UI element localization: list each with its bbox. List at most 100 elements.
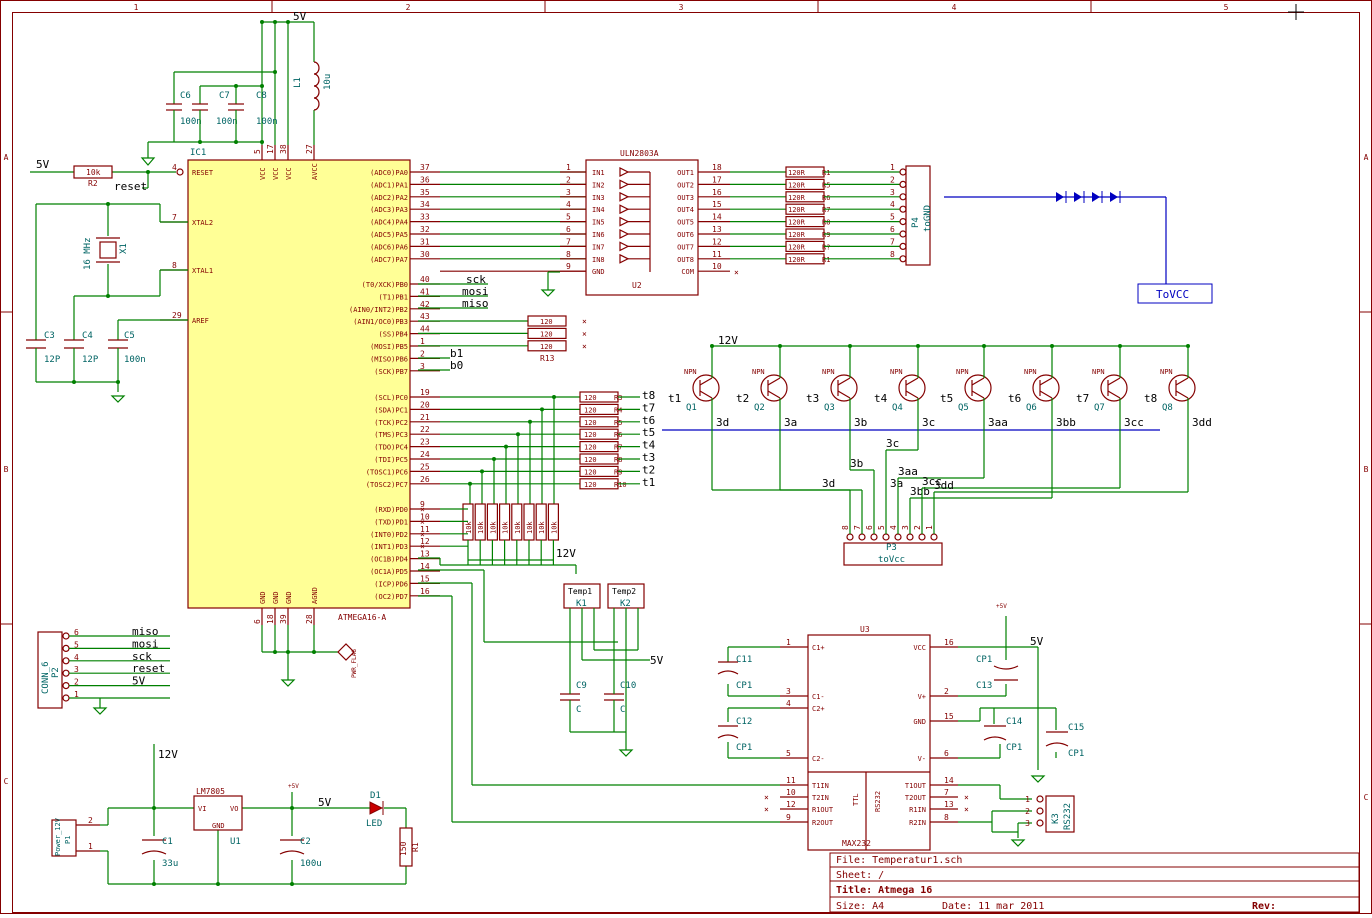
ic1-pin-number: 28 xyxy=(305,614,314,624)
transistor-type: NPN xyxy=(1024,368,1037,376)
cap-c5[interactable]: C5 100n xyxy=(108,331,146,365)
cap-c14[interactable]: C14 CP1 xyxy=(983,717,1022,753)
transistor-base-net: t7 xyxy=(1076,392,1089,405)
ic1-pin-name: AVCC xyxy=(311,163,319,180)
ic1-pin-name: (ICP)PD6 xyxy=(374,580,408,588)
npn-transistor[interactable] xyxy=(692,374,720,402)
cap-c9[interactable]: C9 C xyxy=(560,680,587,732)
ic1-pin-number: 6 xyxy=(253,619,262,624)
p4-pin-number: 8 xyxy=(890,250,895,259)
connector-p1[interactable]: 2 1 Power_12V P1 xyxy=(51,816,100,857)
ic1-pin-name: (MOSI)PB5 xyxy=(370,343,408,351)
cap-c4[interactable]: C4 12P xyxy=(64,331,99,365)
ic1-pin-group: 4RESET7XTAL28XTAL129AREF5VCC17VCC38VCC27… xyxy=(160,144,440,625)
resistor-ref: R1 xyxy=(822,256,830,264)
inductor-l1[interactable]: L1 10u xyxy=(293,61,333,111)
no-connect-mark: × xyxy=(420,517,425,526)
temp-sensor-k1[interactable]: Temp1 K1 xyxy=(563,583,601,609)
no-connect-mark: × xyxy=(764,793,769,802)
max232-pin-name: C2+ xyxy=(812,705,825,713)
net-12v: 12V xyxy=(718,334,738,347)
u3-rs232: RS232 xyxy=(874,791,882,812)
ic1-pin-name: (TOSC2)PC7 xyxy=(366,481,408,489)
cap-c10[interactable]: C10 C xyxy=(604,680,636,732)
p4-pin-number: 3 xyxy=(890,188,895,197)
cap-c11[interactable]: C11 CP1 xyxy=(717,655,752,691)
ic1-pin-number: 29 xyxy=(172,311,182,320)
plus5v-label: +5V xyxy=(996,603,1007,610)
connector-p3[interactable]: P3 toVcc xyxy=(843,542,943,566)
resistor-ref: R5 xyxy=(614,419,622,427)
ic1-pin-number: 16 xyxy=(420,587,430,596)
row-letter: C xyxy=(4,777,9,786)
resistor-value: 120 xyxy=(584,468,597,476)
c2-value: 100u xyxy=(300,859,322,869)
resistor-ref: R? xyxy=(822,243,830,251)
u3-title: U3 xyxy=(860,625,870,634)
ic1-pin-name: (SDA)PC1 xyxy=(374,406,408,414)
resistor[interactable] xyxy=(527,315,567,327)
resistor-array-b: 120×120×120×R13 xyxy=(418,315,587,363)
c9-ref: C9 xyxy=(576,681,587,691)
ic1-pin-number: 11 xyxy=(420,525,430,534)
cap-c1[interactable]: C1 33u xyxy=(141,837,178,869)
uln-pin-name: OUT8 xyxy=(677,256,694,264)
transistor-emitter-net: 3b xyxy=(854,416,867,429)
crystal-x1[interactable]: X1 16 MHz xyxy=(83,237,129,270)
c11-value: CP1 xyxy=(736,681,752,691)
ic1-pin-number: 12 xyxy=(420,537,430,546)
resistor-r2[interactable]: 10k R2 xyxy=(73,165,113,188)
ic1-atmega16[interactable]: IC1 ATMEGA16-A xyxy=(187,148,411,622)
cap-c8[interactable]: C8 100n xyxy=(228,91,278,127)
led-d1[interactable]: D1 LED xyxy=(366,791,384,829)
cap-c7[interactable]: C7 100n xyxy=(192,91,238,127)
resistor-ref: R4 xyxy=(614,406,622,414)
r1-value: 150 xyxy=(399,841,408,856)
uln-pin-name: IN4 xyxy=(592,206,605,214)
transistor-emitter-net: 3d xyxy=(716,416,729,429)
resistor-value: 120R xyxy=(788,219,806,227)
uln-pin-number: 18 xyxy=(712,163,722,172)
transistor-emitter-net: 3c xyxy=(922,416,935,429)
ic1-pin-name: (ADC0)PA0 xyxy=(370,169,408,177)
uln-pin-number: 7 xyxy=(566,237,571,246)
uln2803a-u2[interactable]: ULN2803A U2 xyxy=(585,149,699,296)
resistor-r1[interactable]: 150 R1 xyxy=(399,827,420,867)
connector-p4[interactable]: P4 toGND xyxy=(905,165,933,266)
resistor[interactable] xyxy=(527,327,567,339)
npn-transistor[interactable] xyxy=(964,374,992,402)
resistor-ref: R9 xyxy=(822,231,830,239)
resistor-ref: R7 xyxy=(822,206,830,214)
no-connect-mark: × xyxy=(582,342,587,351)
pc-net-label: t3 xyxy=(642,451,655,464)
connector-k3[interactable]: K3 RS232 xyxy=(1045,795,1075,833)
npn-transistor[interactable] xyxy=(898,374,926,402)
cap-c2[interactable]: C2 100u xyxy=(279,837,322,869)
size-label: Size: A4 xyxy=(836,901,884,912)
max232-pin-group: 1C1+3C1-4C2+5C2-11T1IN10T2IN×12R1OUT×9R2… xyxy=(764,638,969,827)
pullup-value: 10k xyxy=(538,521,546,534)
regulator-lm7805[interactable]: LM7805 VI VO GND U1 xyxy=(193,787,243,847)
max232-pin-number: 5 xyxy=(786,749,791,758)
temp-sensor-k2[interactable]: Temp2 K2 xyxy=(607,583,645,609)
npn-transistor[interactable] xyxy=(1100,374,1128,402)
connector-p2[interactable]: CONN_6 P2 xyxy=(37,631,63,709)
transistor-base-net: t4 xyxy=(874,392,888,405)
npn-transistor[interactable] xyxy=(830,374,858,402)
cap-c3[interactable]: C3 12P xyxy=(26,331,61,365)
ic1-pin-number: 3 xyxy=(420,362,425,371)
cap-c12[interactable]: C12 CP1 xyxy=(717,717,752,753)
cap-c15[interactable]: C15 CP1 xyxy=(1045,723,1084,759)
max232-u3[interactable]: U3 MAX232 TTL RS232 xyxy=(807,625,931,851)
npn-transistor[interactable] xyxy=(1168,374,1196,402)
cap-c6[interactable]: C6 100n xyxy=(166,91,202,127)
npn-transistor[interactable] xyxy=(1032,374,1060,402)
ic1-pin-number: 15 xyxy=(420,574,430,583)
npn-transistor[interactable] xyxy=(760,374,788,402)
cap-c13[interactable]: CP1 C13 xyxy=(976,655,1019,691)
k1-ref: K1 xyxy=(576,599,587,609)
pc-net-label: t2 xyxy=(642,463,655,476)
c7-value: 100n xyxy=(216,117,238,127)
resistor[interactable] xyxy=(527,340,567,352)
